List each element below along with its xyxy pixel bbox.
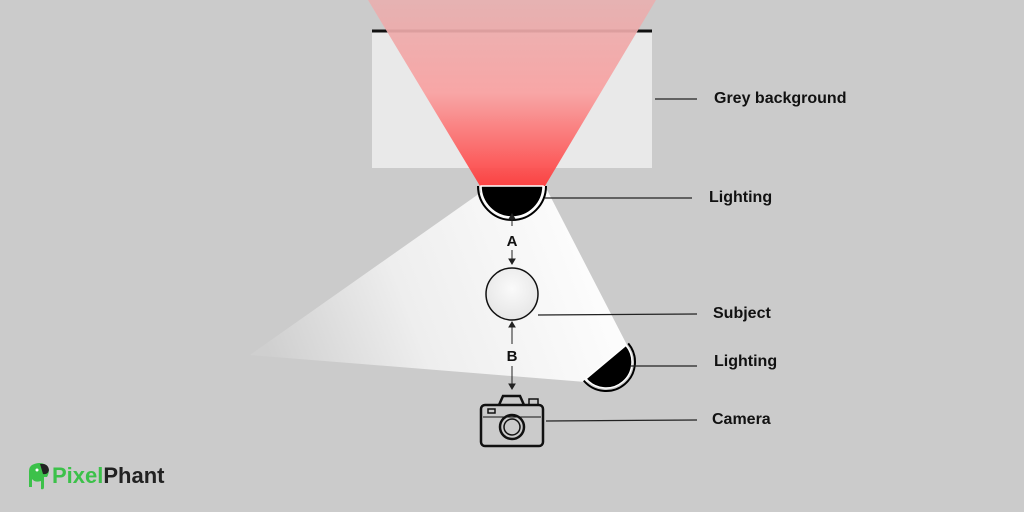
red-light-beam (368, 0, 656, 186)
camera-icon (479, 394, 545, 448)
label-top-lighting: Lighting (709, 189, 773, 206)
subject-sphere (485, 267, 539, 321)
distance-a-label: A (507, 233, 518, 250)
label-subject: Subject (713, 305, 771, 322)
side-light-beam (250, 186, 627, 383)
label-side-lighting: Lighting (714, 353, 778, 370)
logo-text-phant: Phant (103, 463, 165, 488)
label-camera: Camera (712, 411, 771, 428)
logo-text-pixel: Pixel (52, 463, 104, 488)
distance-b-label: B (507, 348, 518, 365)
elephant-logo-icon (29, 463, 49, 490)
side-lighting (583, 342, 636, 392)
label-grey-background: Grey background (714, 90, 847, 107)
distance-arrows (508, 213, 516, 390)
leader-lines (537, 98, 698, 422)
